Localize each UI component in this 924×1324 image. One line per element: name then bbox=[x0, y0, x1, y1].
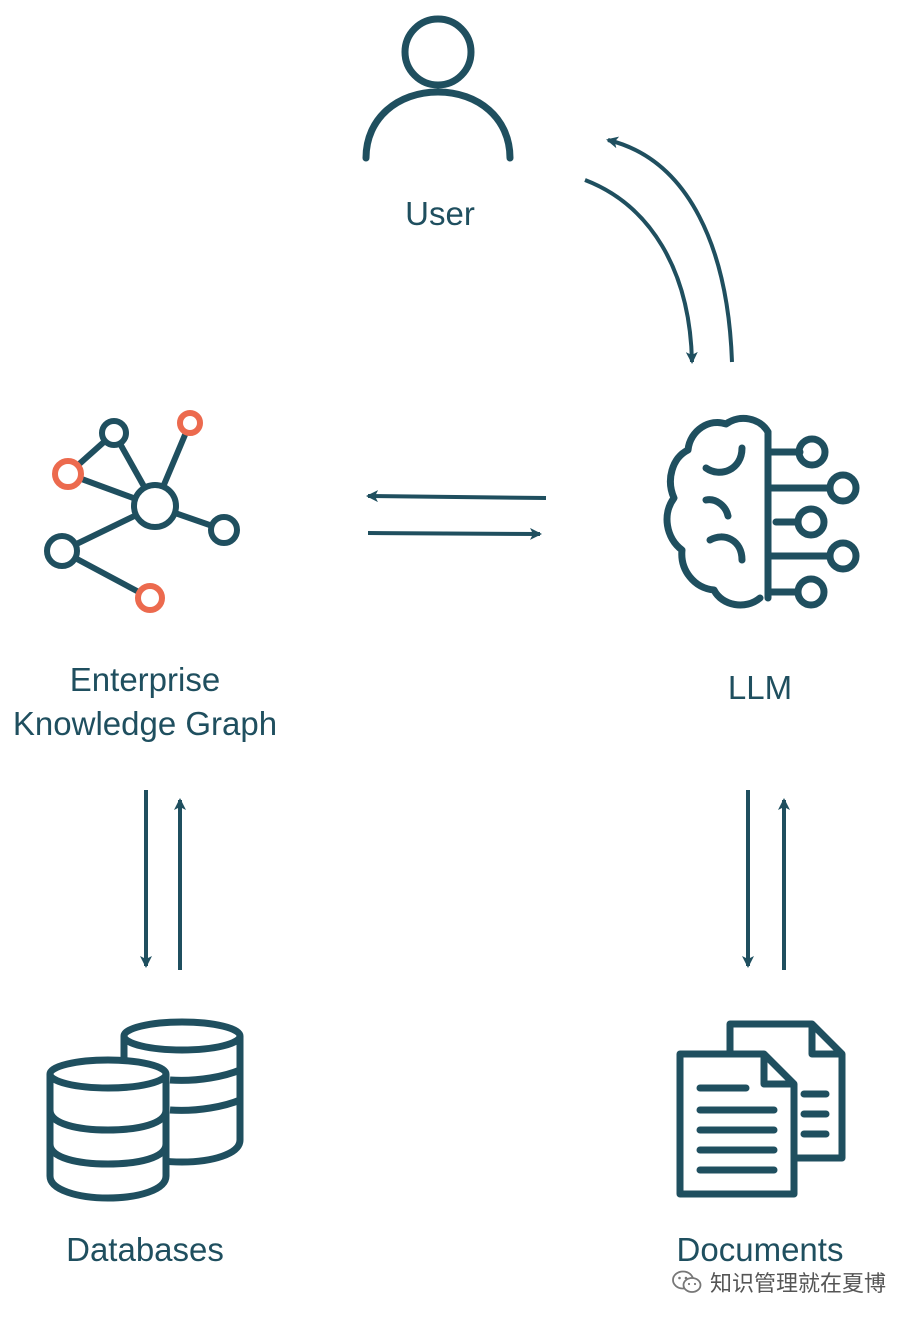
user-llm-arrows bbox=[584, 136, 734, 364]
databases-label: Databases bbox=[66, 1231, 224, 1268]
llm-documents-arrows bbox=[742, 790, 790, 970]
arrow-user-to-llm bbox=[584, 178, 698, 364]
ekg-databases-arrows bbox=[140, 790, 186, 970]
ekg-llm-arrows bbox=[366, 490, 547, 540]
llm-label: LLM bbox=[727, 669, 793, 706]
brain-circuit-icon bbox=[663, 414, 860, 609]
enterprise-knowledge-graph-label: Enterprise Knowledge Graph bbox=[0, 658, 290, 746]
user-label: User bbox=[405, 195, 475, 232]
ekg-label-line2: Knowledge Graph bbox=[12, 705, 278, 742]
wechat-icon bbox=[672, 1270, 702, 1293]
ekg-label-line1: Enterprise bbox=[69, 661, 221, 698]
user-icon bbox=[362, 15, 514, 162]
documents-label: Documents bbox=[676, 1231, 844, 1268]
database-icon bbox=[46, 1018, 244, 1202]
watermark: 知识管理就在夏博 bbox=[672, 1262, 922, 1302]
arrow-llm-to-user bbox=[606, 136, 734, 363]
arrow-ekg-to-llm bbox=[367, 527, 542, 540]
arrow-llm-to-ekg bbox=[366, 490, 547, 503]
knowledge-graph-icon bbox=[44, 410, 240, 613]
documents-icon bbox=[676, 1020, 846, 1198]
watermark-text: 知识管理就在夏博 bbox=[710, 1272, 887, 1297]
